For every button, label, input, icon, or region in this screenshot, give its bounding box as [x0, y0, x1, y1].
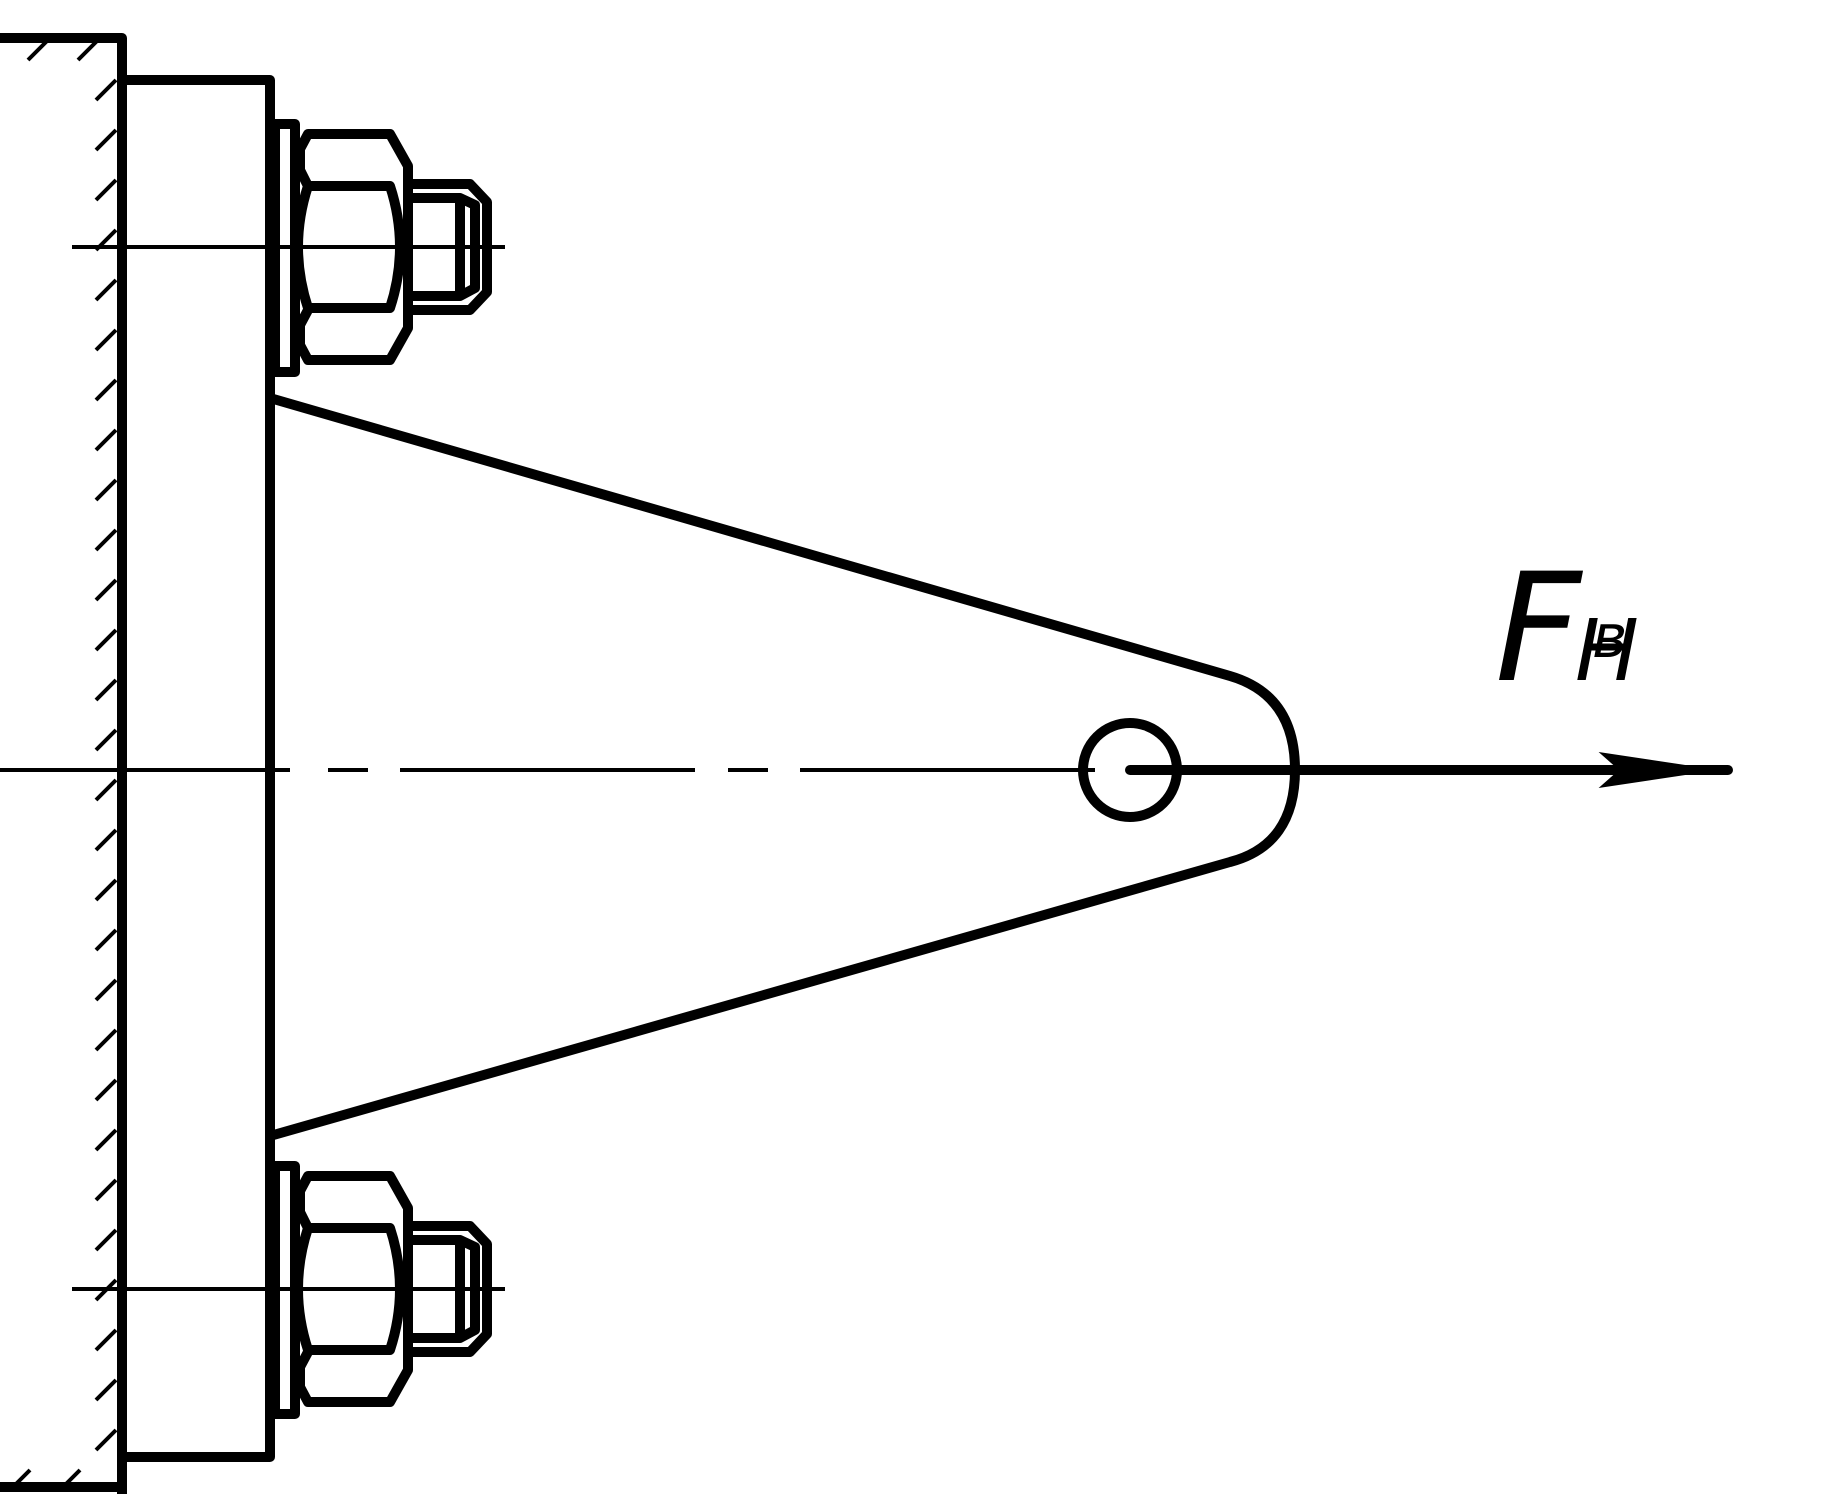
force-label-main: F	[1495, 542, 1584, 716]
hatch-mark	[94, 328, 118, 352]
bolt-bottom	[270, 1161, 492, 1419]
hatch-mark	[94, 1378, 118, 1402]
force-label-sub-top: в	[1592, 602, 1627, 672]
hatch-mark	[94, 778, 118, 802]
nut-bottom	[293, 1171, 413, 1407]
force-label: F в Н	[1495, 542, 1639, 716]
hatch-mark	[94, 278, 118, 302]
hatch-mark	[94, 978, 118, 1002]
hatch-mark	[94, 928, 118, 952]
nut-top	[293, 129, 413, 365]
hatch-mark	[94, 528, 118, 552]
hatch-mark	[94, 1078, 118, 1102]
force-arrow	[1125, 752, 1733, 788]
hatch-mark	[94, 1128, 118, 1152]
hatch-mark	[94, 178, 118, 202]
hatch-mark	[94, 728, 118, 752]
wall-outline	[0, 33, 127, 1494]
hatch-mark	[94, 828, 118, 852]
hatch-mark	[94, 428, 118, 452]
hatch-mark	[94, 1428, 118, 1452]
hatch-mark	[8, 1468, 32, 1492]
hatch-mark	[94, 678, 118, 702]
hatch-mark	[58, 1468, 82, 1492]
hatch-mark	[94, 628, 118, 652]
hatch-mark	[94, 1228, 118, 1252]
hatch-mark	[94, 578, 118, 602]
force-label-sub-bottom: Н	[1575, 602, 1639, 701]
center-lines	[0, 245, 1095, 1291]
wall-hatching	[8, 38, 118, 1492]
hatch-mark	[94, 1028, 118, 1052]
bolt-top	[270, 119, 492, 377]
bolt-end-top	[403, 179, 492, 315]
hatch-mark	[94, 478, 118, 502]
hatch-mark	[94, 128, 118, 152]
hatch-mark	[94, 878, 118, 902]
hatch-mark	[94, 378, 118, 402]
hatch-mark	[94, 78, 118, 102]
hatch-mark	[94, 1178, 118, 1202]
hatch-mark	[76, 38, 100, 62]
bolt-end-bottom	[403, 1221, 492, 1357]
hatch-mark	[94, 1328, 118, 1352]
wall-support	[0, 33, 127, 1494]
hatch-mark	[26, 38, 50, 62]
force-arrowhead-icon	[1598, 752, 1706, 788]
